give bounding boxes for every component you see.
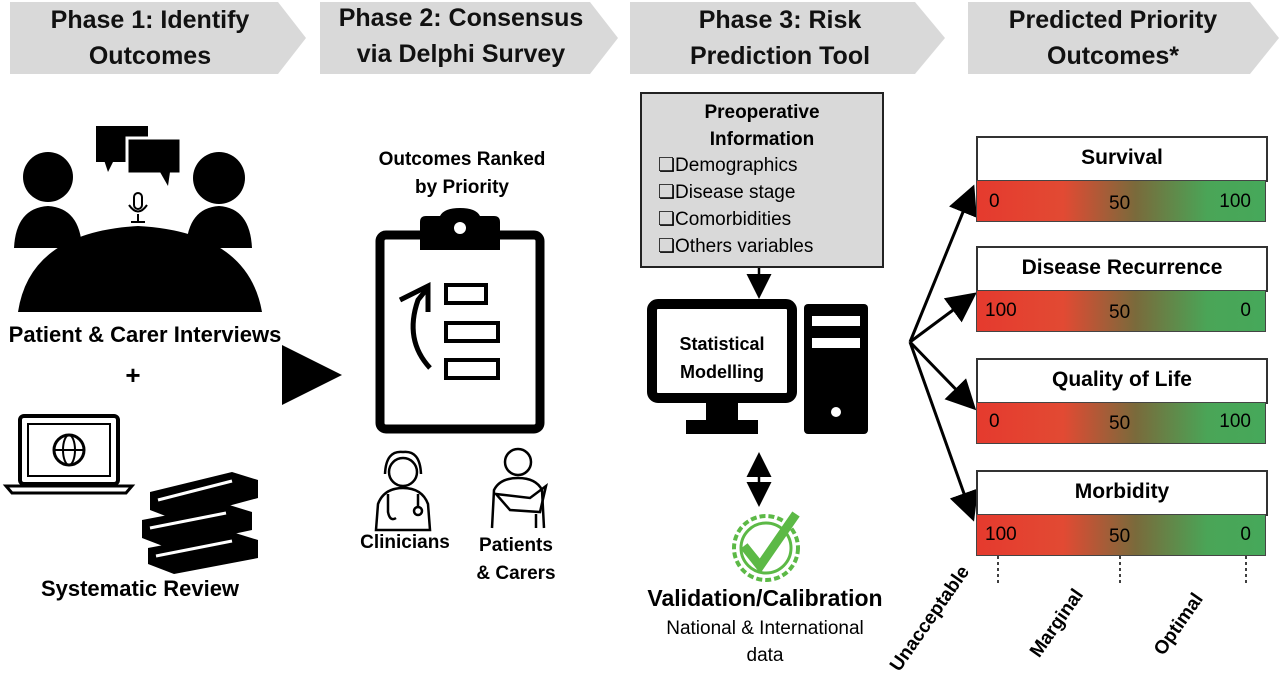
phase1-title-line2: Outcomes [88,42,212,70]
outcome-morbidity-box: Morbidity [976,470,1268,516]
modelling-line2: Modelling [680,362,764,382]
recurrence-scale-mid: 50 [1109,302,1131,323]
preop-title: Preoperative Information [642,99,882,153]
validation-label: Validation/Calibration [647,585,883,611]
plus-sign: + [125,360,141,390]
phase4-title: Predicted Priority Outcomes* [968,2,1258,74]
modelling-label: Statistical Modelling [662,330,782,386]
validation-data-label: National & International data [620,615,910,669]
books-icon [142,472,258,574]
outcome-recurrence-scale: 100 50 0 [976,290,1266,332]
validation-data-line1: National & International [666,618,864,639]
patients-line1: Patients [479,535,553,556]
outcomes-ranked-label: Outcomes Ranked by Priority [362,146,562,202]
patient-icon [490,447,548,529]
outcome-survival-box: Survival [976,136,1268,182]
outcome-qol-box: Quality of Life [976,358,1268,404]
morbidity-scale-low: 100 [985,524,1017,545]
outcomes-ranked-line2: by Priority [415,177,509,198]
outcome-morbidity-scale: 100 50 0 [976,514,1266,556]
validation-data-line2: data [746,645,784,666]
phase4-title-line1: Predicted Priority [1008,6,1218,34]
phase2-banner [320,2,618,74]
survival-scale-mid: 50 [1109,193,1131,214]
outcome-survival-scale: 0 50 100 [976,180,1266,222]
check-badge-icon [732,511,800,582]
computer-icon [647,299,868,434]
outcome-arrows [908,184,979,522]
laptop-globe-icon [2,414,136,495]
phase1-title: Phase 1: Identify Outcomes [10,2,290,74]
preop-item-comorbidities: ❏Comorbidities [658,209,792,230]
preop-item-demographics: ❏Demographics [658,155,798,176]
survival-scale-high: 100 [1219,191,1251,212]
phase2-title-line2: via Delphi Survey [356,40,566,68]
phase4-banner [968,2,1279,74]
recurrence-scale-high: 0 [1240,300,1251,321]
morbidity-scale-mid: 50 [1109,526,1131,547]
qol-scale-mid: 50 [1109,413,1131,434]
outcome-morbidity-title: Morbidity [1074,480,1170,503]
clinician-icon [374,450,432,532]
modelling-line1: Statistical [679,334,765,354]
morbidity-scale-high: 0 [1240,524,1251,545]
qol-scale-low: 0 [989,411,1000,432]
meeting-icon [14,126,262,312]
recurrence-scale-low: 100 [985,300,1017,321]
clinicians-label: Clinicians [360,532,450,553]
patients-carers-label: Patients & Carers [466,532,566,588]
outcomes-ranked-line1: Outcomes Ranked [378,149,546,170]
phase3-title-line1: Phase 3: Risk [698,6,862,34]
phase1-banner [10,2,306,74]
outcome-qol-scale: 0 50 100 [976,402,1266,444]
outcome-recurrence-box: Disease Recurrence [976,246,1268,292]
outcome-recurrence-title: Disease Recurrence [1021,256,1223,279]
phase1-title-line1: Phase 1: Identify [50,6,250,34]
phase4-title-line2: Outcomes* [1047,42,1179,70]
survival-scale-low: 0 [989,191,1000,212]
phase3-title-line2: Prediction Tool [689,42,871,70]
phase2-title-line1: Phase 2: Consensus [338,4,584,32]
preop-item-disease-stage: ❏Disease stage [658,182,796,203]
scale-leaders [997,556,1247,586]
preop-item-others: ❏Others variables [658,236,814,257]
patients-line2: & Carers [476,563,556,584]
systematic-review-label: Systematic Review [40,576,240,601]
outcome-survival-title: Survival [1081,146,1163,169]
preoperative-info-box: Preoperative Information ❏Demographics ❏… [640,92,884,268]
preop-title-line1: Preoperative [704,102,820,123]
interviews-label: Patient & Carer Interviews [8,322,282,347]
phase3-banner [630,2,945,74]
phase2-title: Phase 2: Consensus via Delphi Survey [316,0,606,72]
preop-title-line2: Information [709,129,815,150]
outcome-qol-title: Quality of Life [1051,368,1192,391]
qol-scale-high: 100 [1219,411,1251,432]
phase3-title: Phase 3: Risk Prediction Tool [630,2,930,74]
clipboard-icon [375,208,545,434]
